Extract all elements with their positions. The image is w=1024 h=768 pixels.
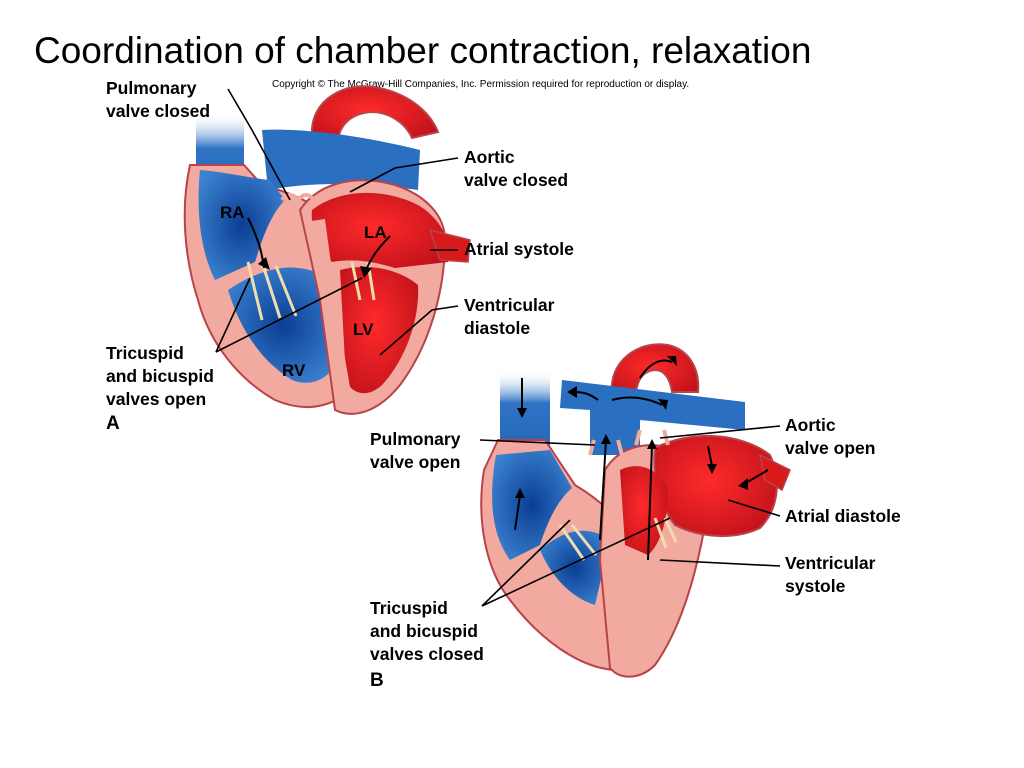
leader-lines-b	[479, 425, 781, 607]
label-line: Ventricular	[464, 295, 555, 315]
tricuspid-valve-b	[558, 524, 598, 561]
aortic-arch-a	[310, 85, 440, 142]
label-line: Atrial diastole	[785, 506, 901, 526]
label-line: systole	[785, 576, 846, 596]
label-pulmonary-valve-open: Pulmonary valve open	[370, 428, 460, 474]
pulmonary-valve-a	[280, 193, 316, 204]
label-line: valve closed	[464, 170, 569, 190]
label-line: Aortic	[785, 415, 836, 435]
aortic-arch-b	[610, 343, 700, 398]
label-atrial-diastole: Atrial diastole	[785, 505, 901, 528]
flow-arrows-b	[514, 359, 769, 561]
flow-arrowhead-ra-a	[258, 257, 270, 270]
left-atrium-a	[311, 192, 449, 268]
right-atrium-b	[492, 450, 572, 560]
label-av-valves-open: Tricuspid and bicuspid valves open	[106, 342, 214, 411]
label-aortic-valve-open: Aortic valve open	[785, 414, 875, 460]
panel-letter-a: A	[106, 413, 120, 434]
pulmonary-valve-b	[588, 439, 624, 456]
label-ventricular-diastole: Ventricular diastole	[464, 294, 554, 340]
chamber-label-ra: RA	[220, 203, 245, 222]
left-atrium-b	[653, 434, 778, 537]
chamber-label-la: LA	[364, 223, 387, 242]
label-aortic-valve-closed: Aortic valve closed	[464, 146, 568, 192]
aortic-valve-a	[338, 183, 382, 193]
label-av-valves-closed: Tricuspid and bicuspid valves closed	[370, 597, 484, 666]
label-line: Tricuspid	[106, 343, 184, 363]
leader-lines-a	[215, 88, 459, 356]
label-line: valve open	[370, 452, 461, 472]
label-atrial-systole: Atrial systole	[464, 238, 574, 261]
label-line: valves closed	[370, 644, 484, 664]
label-line: Pulmonary	[106, 78, 197, 98]
slide-title: Coordination of chamber contraction, rel…	[34, 30, 812, 71]
copyright-notice: Copyright © The McGraw-Hill Companies, I…	[272, 79, 690, 90]
label-line: valves open	[106, 389, 207, 409]
label-line: Pulmonary	[370, 429, 461, 449]
chamber-label-lv: LV	[353, 320, 374, 339]
label-pulmonary-valve-closed: Pulmonary valve closed	[106, 77, 210, 123]
left-ventricle-b	[620, 466, 668, 555]
label-line: valve closed	[106, 101, 211, 121]
pulmonary-trunk-a	[262, 129, 420, 190]
tricuspid-valve-a	[246, 261, 298, 321]
right-atrium-a	[198, 170, 285, 280]
label-ventricular-systole: Ventricular systole	[785, 552, 875, 598]
chamber-label-rv: RV	[282, 361, 306, 380]
flow-arrow-la-a	[365, 235, 391, 271]
flow-arrowheads-b	[515, 356, 748, 498]
label-line: Atrial systole	[464, 239, 574, 259]
label-line: valve open	[785, 438, 876, 458]
label-line: Aortic	[464, 147, 515, 167]
panel-letter-b: B	[370, 670, 384, 691]
septum-a	[311, 219, 352, 400]
label-line: diastole	[464, 318, 531, 338]
heart-b	[479, 343, 791, 678]
flow-arrowhead-la-a	[360, 266, 372, 278]
label-line: and bicuspid	[106, 366, 214, 386]
bicuspid-valve-b	[653, 517, 678, 549]
heart-a: RA LA LV RV	[183, 85, 471, 415]
label-line: Tricuspid	[370, 598, 448, 618]
label-line: Ventricular	[785, 553, 876, 573]
label-line: and bicuspid	[370, 621, 478, 641]
